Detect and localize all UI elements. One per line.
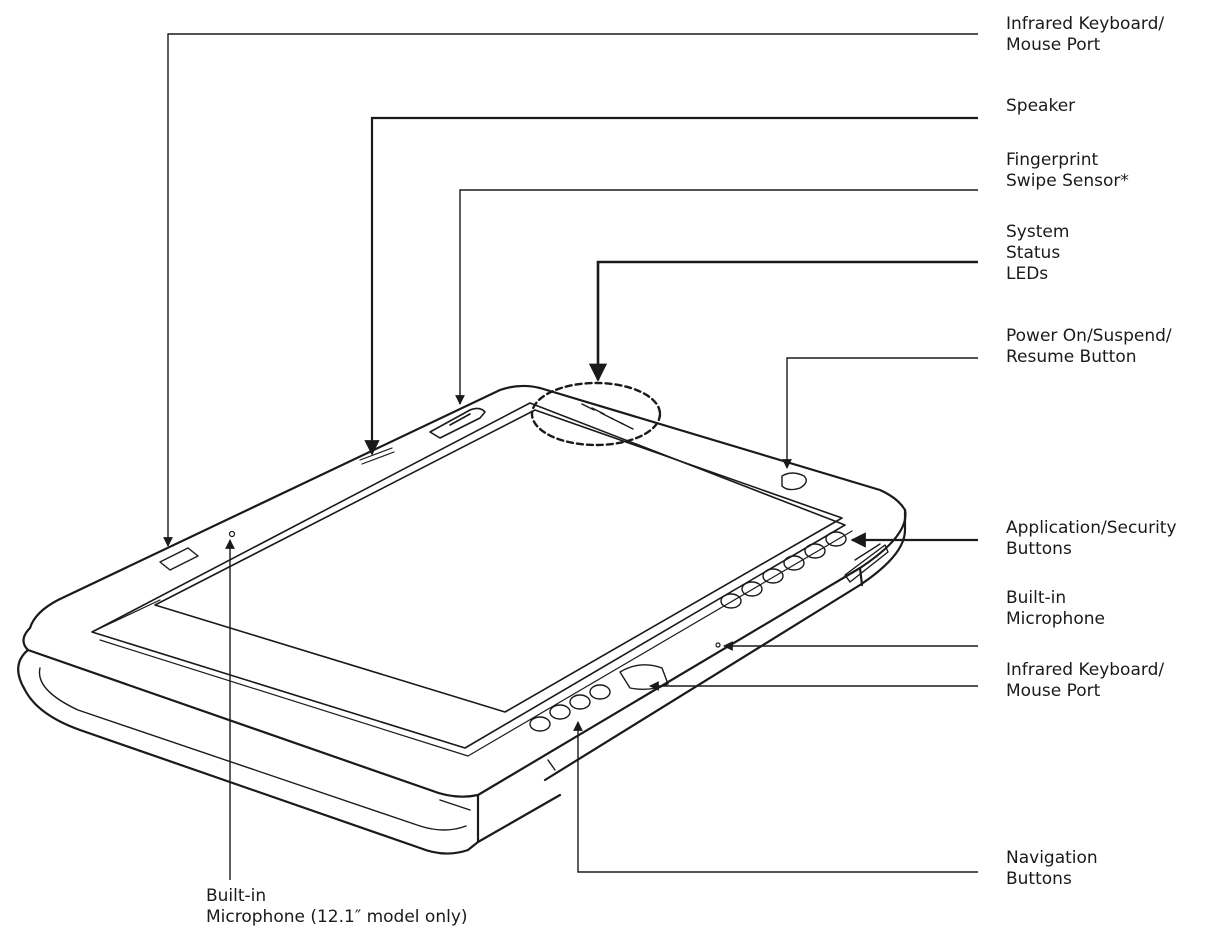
status-led-group <box>581 403 634 430</box>
leader-power-button <box>782 357 978 469</box>
label-ir-port-right: Infrared Keyboard/ Mouse Port <box>1006 660 1165 701</box>
label-mic-bottom: Built-in Microphone (12.1″ model only) <box>206 886 468 927</box>
leader-fingerprint <box>455 189 978 405</box>
label-power-button: Power On/Suspend/ Resume Button <box>1006 326 1172 367</box>
tablet-front-edge-inner <box>38 667 467 831</box>
leader-lines <box>163 33 978 880</box>
tablet-screen-bottom <box>91 599 161 633</box>
tablet-illustration <box>17 381 907 855</box>
fingerprint-sensor <box>429 407 486 439</box>
mic-hole-top <box>228 530 236 538</box>
leader-speaker <box>364 116 978 456</box>
power-button <box>781 472 807 491</box>
tablet-bezel-inner <box>99 530 853 757</box>
navigation-button-group <box>529 684 611 732</box>
label-speaker: Speaker <box>1006 96 1076 116</box>
label-status-leds: System Status LEDs <box>1006 222 1070 284</box>
tablet-screen <box>154 409 843 713</box>
leader-ir-port-top <box>163 33 978 547</box>
tablet-foot <box>439 759 556 811</box>
leader-nav-buttons <box>573 721 978 873</box>
label-app-security: Application/Security Buttons <box>1006 518 1177 559</box>
app-button-group <box>720 531 847 609</box>
tablet-side-port <box>844 543 889 583</box>
tablet-body-outline <box>22 384 907 798</box>
tablet-front-edge <box>17 648 480 855</box>
tablet-bezel <box>91 402 846 749</box>
tablet-right-side <box>476 508 907 844</box>
label-nav-buttons: Navigation Buttons <box>1006 848 1098 889</box>
label-ir-port-top: Infrared Keyboard/ Mouse Port <box>1006 14 1165 55</box>
label-fingerprint: Fingerprint Swipe Sensor* <box>1006 150 1129 191</box>
led-highlight-circle <box>530 381 662 447</box>
mic-hole-right <box>715 642 721 648</box>
leader-status-leds <box>588 260 978 382</box>
ir-port-top <box>159 547 199 571</box>
ir-port-right <box>619 664 669 691</box>
speaker-grille <box>359 447 395 465</box>
label-mic-right: Built-in Microphone <box>1006 588 1105 629</box>
